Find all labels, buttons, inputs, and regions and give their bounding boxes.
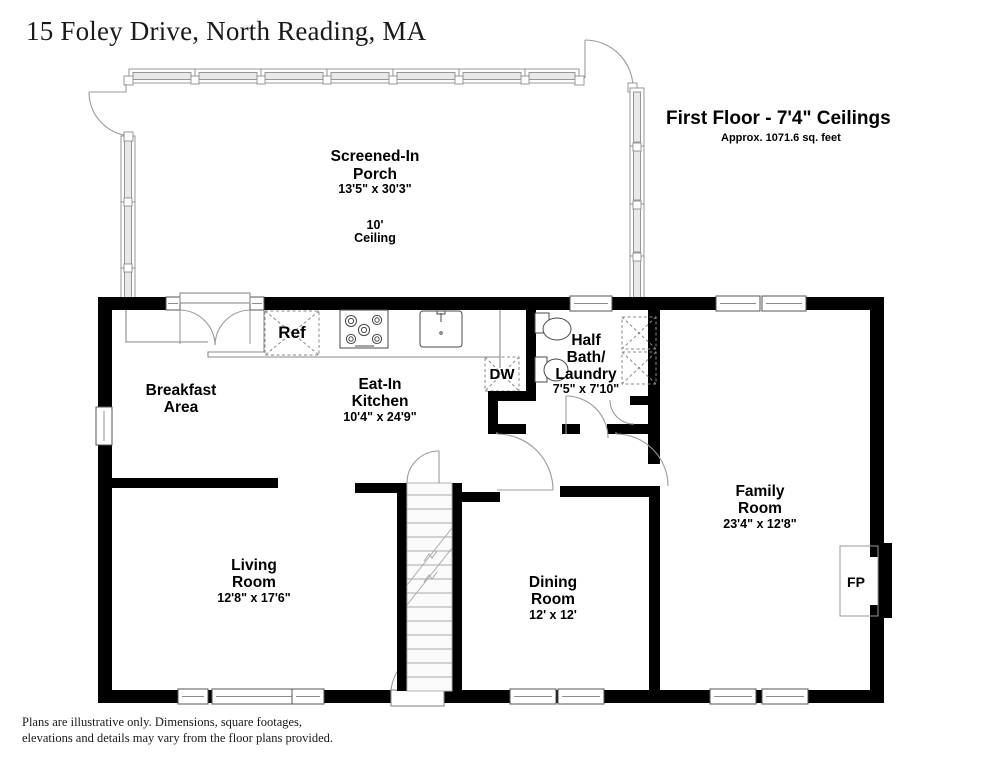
breakfast-name-line1: Breakfast	[146, 382, 217, 399]
half-bath-fixtures	[534, 312, 657, 385]
page-title: 15 Foley Drive, North Reading, MA	[26, 16, 427, 46]
half-bath-laundry-label: Half Bath/ Laundry 7'5" x 7'10"	[553, 332, 620, 396]
family-name-line1: Family	[735, 483, 784, 500]
dining-name-line1: Dining	[529, 574, 577, 591]
porch-right-entry-door[interactable]	[584, 39, 638, 93]
living-room-label: Living Room 12'8" x 17'6"	[217, 557, 290, 605]
french-doors-to-porch[interactable]	[179, 292, 251, 346]
kitchen-dimensions: 10'4" x 24'9"	[343, 410, 416, 424]
cooktop-icon	[339, 309, 389, 349]
porch-right-screen-panels	[629, 87, 645, 303]
halfbath-name-line3: Laundry	[555, 366, 617, 383]
porch-dimensions: 13'5" x 30'3"	[338, 182, 411, 196]
halfbath-name-line1: Half	[571, 332, 601, 349]
kitchen-name-line2: Kitchen	[352, 393, 409, 410]
breakfast-area-label: Breakfast Area	[146, 382, 217, 416]
screened-in-porch-label: Screened-In Porch 13'5" x 30'3" 10' Ceil…	[331, 148, 420, 245]
dishwasher-label: DW	[490, 366, 516, 383]
exterior-windows	[95, 295, 809, 705]
interior-doors[interactable]	[496, 395, 669, 491]
dining-name-line2: Room	[531, 591, 575, 608]
screened-in-porch-structure	[88, 39, 645, 303]
halfbath-dimensions: 7'5" x 7'10"	[553, 382, 620, 396]
floor-area-note: Approx. 1071.6 sq. feet	[721, 132, 841, 144]
porch-top-screen-panels	[123, 68, 585, 86]
eat-in-kitchen-label: Eat-In Kitchen 10'4" x 24'9"	[343, 376, 416, 424]
breakfast-name-line2: Area	[164, 399, 199, 416]
kitchen-counters	[125, 310, 501, 368]
porch-left-entry-door[interactable]	[88, 84, 132, 137]
refrigerator-label: Ref	[278, 323, 306, 342]
living-dimensions: 12'8" x 17'6"	[217, 591, 290, 605]
porch-name-line2: Porch	[353, 166, 397, 183]
fireplace: FP	[839, 545, 879, 617]
fireplace-label: FP	[847, 574, 865, 590]
disclaimer: Plans are illustrative only. Dimensions,…	[22, 714, 333, 746]
stair-door[interactable]	[406, 450, 440, 484]
porch-ceiling-label: Ceiling	[354, 231, 396, 245]
porch-name-line1: Screened-In	[331, 148, 420, 165]
staircase	[406, 450, 453, 692]
dining-room-label: Dining Room 12' x 12'	[529, 574, 577, 622]
dining-dimensions: 12' x 12'	[529, 608, 577, 622]
kitchen-name-line1: Eat-In	[358, 376, 401, 393]
living-name-line1: Living	[231, 557, 277, 574]
dishwasher-icon: DW	[484, 356, 520, 392]
halfbath-name-line2: Bath/	[567, 349, 606, 366]
living-name-line2: Room	[232, 574, 276, 591]
disclaimer-line1: Plans are illustrative only. Dimensions,…	[22, 715, 303, 729]
porch-ceiling-height: 10'	[367, 218, 384, 232]
family-room-label: Family Room 23'4" x 12'8"	[723, 483, 796, 531]
disclaimer-line2: elevations and details may vary from the…	[22, 731, 334, 745]
family-dimensions: 23'4" x 12'8"	[723, 517, 796, 531]
floor-heading: First Floor - 7'4" Ceilings	[666, 108, 891, 129]
family-name-line2: Room	[738, 500, 782, 517]
kitchen-sink-icon	[419, 310, 463, 348]
refrigerator-icon: Ref	[264, 310, 320, 356]
porch-left-screen-panels	[120, 131, 136, 303]
